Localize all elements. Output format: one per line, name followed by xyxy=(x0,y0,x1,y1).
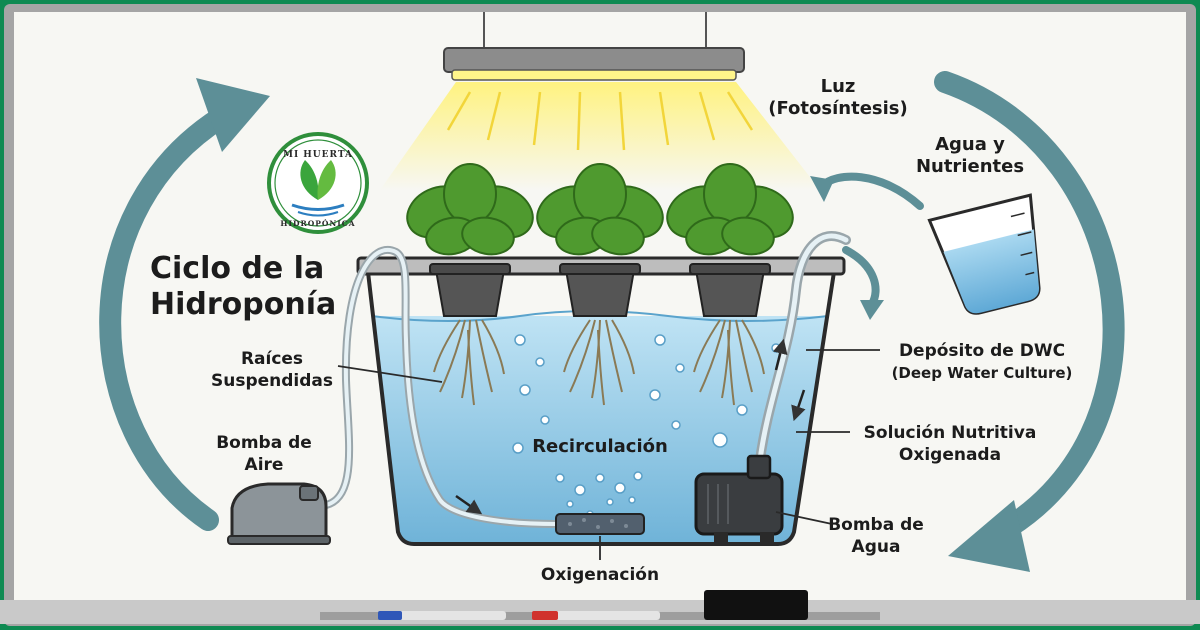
air-pump xyxy=(227,482,331,545)
label-roots-2: Suspendidas xyxy=(211,371,333,391)
logo-bottom-text: HIDROPÓNICA xyxy=(280,219,355,228)
plant-3 xyxy=(666,163,794,406)
label-light-1: Luz xyxy=(821,76,856,97)
plant-2 xyxy=(536,163,664,406)
grow-light xyxy=(380,12,820,190)
eraser xyxy=(704,590,808,620)
leader-lines xyxy=(337,349,880,560)
label-solution-2: Oxigenada xyxy=(899,445,1001,465)
label-water-nutrients-2: Nutrientes xyxy=(916,156,1024,177)
label-recirculation: Recirculación xyxy=(532,436,668,457)
label-reservoir-1: Depósito de DWC xyxy=(899,341,1065,361)
label-roots-1: Raíces xyxy=(241,349,303,369)
logo-top-text: MI HUERTA xyxy=(283,150,353,160)
label-air-pump-2: Aire xyxy=(245,455,284,475)
return-tube xyxy=(755,231,851,465)
air-tube xyxy=(314,246,560,528)
cycle-arrow-right xyxy=(934,71,1125,572)
label-water-nutrients-1: Agua y xyxy=(935,134,1005,155)
label-water-pump-1: Bomba de xyxy=(828,515,924,535)
label-reservoir-2: (Deep Water Culture) xyxy=(892,364,1073,382)
cycle-arrow-left xyxy=(99,78,270,531)
label-solution-1: Solución Nutritiva xyxy=(864,423,1037,443)
light-beam xyxy=(380,82,820,190)
label-air-pump-1: Bomba de xyxy=(216,433,312,453)
plant-1 xyxy=(406,163,534,406)
flow-arrow-nutrients xyxy=(810,172,924,210)
air-stone xyxy=(555,513,645,535)
brand-logo: MI HUERTA HIDROPÓNICA xyxy=(267,132,369,234)
flow-arrow-return xyxy=(842,246,884,320)
blue-marker xyxy=(378,611,506,620)
water-pump xyxy=(694,454,784,542)
diagram-title-line-2: Hidroponía xyxy=(150,287,336,322)
diagram-title-line-1: Ciclo de la xyxy=(150,251,324,286)
label-light-2: (Fotosíntesis) xyxy=(768,98,907,119)
red-marker xyxy=(532,611,660,620)
measuring-cup xyxy=(927,193,1041,315)
label-oxygenation: Oxigenación xyxy=(541,565,659,585)
label-water-pump-2: Agua xyxy=(852,537,901,557)
